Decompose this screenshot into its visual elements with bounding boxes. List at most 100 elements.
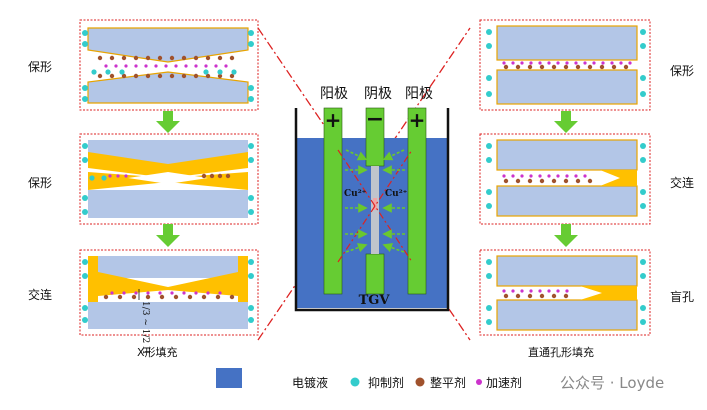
leveler-particle (145, 73, 151, 79)
leveler-particle (157, 55, 163, 61)
suppressor-particle (105, 69, 111, 75)
accelerator-particle (511, 174, 515, 178)
suppressor-particle (82, 41, 88, 47)
accelerator-particle (214, 64, 218, 68)
accelerator-particle (204, 64, 208, 68)
ion-label-left: Cu²⁺ (344, 189, 367, 199)
accelerator-particle (502, 289, 506, 293)
accelerator-particle (547, 174, 551, 178)
ion-flow-arrows (345, 149, 405, 253)
suppressor-particle (640, 319, 646, 325)
accelerator-particle (628, 61, 632, 65)
left-panel-2 (79, 133, 259, 225)
leveler-particle (173, 294, 179, 300)
suppressor-particle (640, 259, 646, 265)
accelerator-particle (538, 289, 542, 293)
suppressor-particle (248, 209, 254, 215)
plating-cell: + − + Cu²⁺ Cu²⁺ TGV (294, 107, 450, 312)
suppressor-particle (82, 209, 88, 215)
suppressor-particle (89, 175, 95, 181)
via-core (373, 198, 377, 210)
right-panel-3-label: 盲孔 (670, 290, 695, 304)
suppressor-particle (248, 259, 254, 265)
leveler-particle (169, 55, 175, 61)
leveler-particle (181, 55, 187, 61)
accelerator-particle (134, 291, 138, 295)
cathode-label: 阴极 (364, 86, 392, 102)
accelerator-particle (146, 291, 150, 295)
accelerator-particle (122, 291, 126, 295)
leveler-particle (121, 55, 127, 61)
leveler-particle (611, 64, 617, 70)
suppressor-particle (248, 96, 254, 102)
leveler-particle (201, 173, 207, 179)
accelerator-particle (547, 289, 551, 293)
accelerator-particle (610, 61, 614, 65)
accelerator-particle (619, 61, 623, 65)
accelerator-particle (182, 291, 186, 295)
accelerator-particle (583, 61, 587, 65)
accelerator-particle (583, 174, 587, 178)
leveler-particle (97, 73, 103, 79)
legend (216, 368, 482, 388)
leveler-particle (599, 64, 605, 70)
anode-right (407, 107, 427, 295)
leveler-particle (217, 73, 223, 79)
leveler-particle (587, 178, 593, 184)
accelerator-particle (511, 289, 515, 293)
suppressor-particle (82, 273, 88, 279)
leveler-particle (225, 173, 231, 179)
leveler-particle (575, 178, 581, 184)
left-panel-3: 1/3 ~ 1/2 H (79, 249, 259, 354)
suppressor-particle (248, 143, 254, 149)
accelerator-particle (592, 61, 596, 65)
accelerator-particle (520, 289, 524, 293)
accelerator-particle (114, 64, 118, 68)
leveler-particle (109, 73, 115, 79)
leveler-particle (587, 64, 593, 70)
legend-suppressor-label: 抑制剂 (368, 376, 405, 390)
suppressor-particle (91, 69, 97, 75)
legend-solution-swatch (216, 368, 242, 388)
leveler-particle (503, 64, 509, 70)
leveler-particle (527, 178, 533, 184)
leveler-particle (103, 294, 109, 300)
accelerator-particle (170, 291, 174, 295)
suppressor-particle (248, 41, 254, 47)
suppressor-particle (82, 259, 88, 265)
leveler-particle (503, 178, 509, 184)
suppressor-particle (640, 91, 646, 97)
accelerator-particle (110, 291, 114, 295)
suppressor-particle (82, 195, 88, 201)
suppressor-particle (248, 305, 254, 311)
cathode-bottom (365, 253, 385, 295)
suppressor-particle (217, 69, 223, 75)
suppressor-particle (101, 175, 107, 181)
suppressor-particle (640, 273, 646, 279)
suppressor-particle (119, 69, 125, 75)
leveler-particle (515, 293, 521, 299)
leveler-particle (551, 293, 557, 299)
accelerator-particle (565, 61, 569, 65)
leveler-particle (527, 64, 533, 70)
leveler-particle (539, 293, 545, 299)
suppressor-particle (82, 143, 88, 149)
accelerator-particle (124, 174, 128, 178)
suppressor-particle (640, 43, 646, 49)
leveler-particle (193, 73, 199, 79)
leveler-particle (539, 64, 545, 70)
left-panel-2-label: 保形 (28, 176, 53, 190)
legend-leveler-label: 整平剂 (430, 376, 467, 390)
suppressor-particle (248, 273, 254, 279)
leveler-particle (563, 64, 569, 70)
accelerator-particle (601, 61, 605, 65)
legend-suppressor-dot (350, 377, 360, 387)
suppressor-particle (248, 30, 254, 36)
accelerator-particle (538, 61, 542, 65)
leveler-particle (527, 293, 533, 299)
leveler-particle (217, 55, 223, 61)
suppressor-particle (486, 305, 492, 311)
legend-solution-label: 电镀液 (292, 376, 329, 390)
accelerator-particle (502, 61, 506, 65)
